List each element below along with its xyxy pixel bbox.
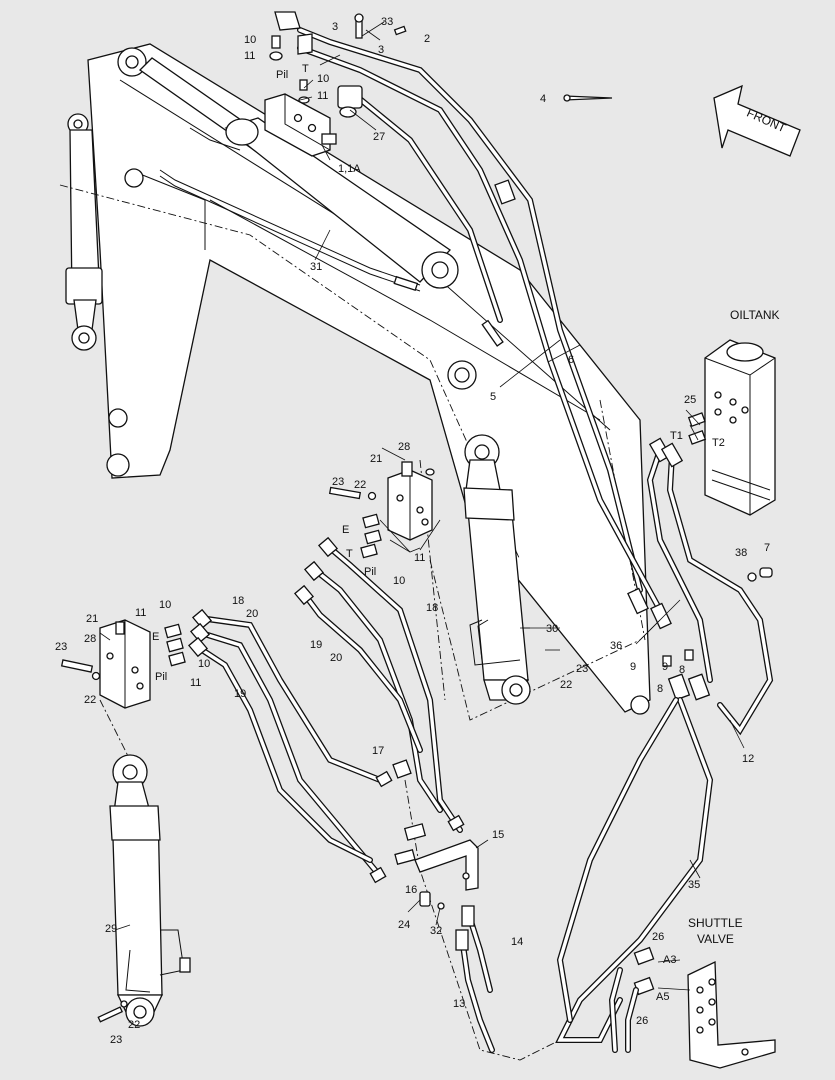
hose-35 bbox=[555, 697, 714, 1043]
label-t1: T1 bbox=[670, 430, 683, 442]
label-10: 10 bbox=[244, 34, 256, 46]
label-11: 11 bbox=[414, 552, 425, 564]
label-6: 6 bbox=[568, 354, 574, 366]
label-31: 31 bbox=[310, 261, 322, 273]
label-9: 9 bbox=[630, 661, 636, 673]
label-pil: Pil bbox=[155, 671, 167, 683]
label-pil: Pil bbox=[364, 566, 376, 578]
label-1-1a: 1,1A bbox=[338, 163, 361, 175]
part-labels: 10 11 Pil T 10 11 3 33 2 3 27 1,1A 4 FRO… bbox=[55, 16, 789, 1046]
label-23: 23 bbox=[332, 476, 344, 488]
label-10: 10 bbox=[198, 658, 210, 670]
oil-tank bbox=[687, 339, 776, 516]
label-5: 5 bbox=[490, 391, 496, 403]
label-27: 27 bbox=[373, 131, 385, 143]
label-19: 19 bbox=[234, 688, 246, 700]
label-17: 17 bbox=[372, 745, 384, 757]
label-10: 10 bbox=[159, 599, 171, 611]
label-valve: VALVE bbox=[697, 932, 734, 946]
label-35: 35 bbox=[688, 879, 700, 891]
label-e: E bbox=[342, 524, 349, 536]
label-8: 8 bbox=[657, 683, 663, 695]
label-12: 12 bbox=[742, 753, 754, 765]
label-a5: A5 bbox=[656, 991, 669, 1003]
label-9: 9 bbox=[662, 661, 668, 673]
label-22: 22 bbox=[84, 694, 96, 706]
label-30: 30 bbox=[546, 623, 558, 635]
label-t: T bbox=[346, 548, 353, 560]
label-33: 33 bbox=[381, 16, 393, 28]
cylinder-30 bbox=[463, 434, 531, 705]
shuttle-valve bbox=[608, 946, 776, 1069]
front-arrow bbox=[713, 84, 801, 157]
label-32: 32 bbox=[430, 925, 442, 937]
label-oiltank: OILTANK bbox=[730, 308, 780, 322]
label-18: 18 bbox=[232, 595, 244, 607]
label-29: 29 bbox=[105, 923, 117, 935]
boom-cylinder bbox=[138, 57, 459, 289]
label-4: 4 bbox=[540, 93, 546, 105]
pin-4 bbox=[563, 94, 613, 102]
label-38: 38 bbox=[735, 547, 747, 559]
phantom-lines bbox=[59, 184, 646, 1061]
label-22: 22 bbox=[560, 679, 572, 691]
label-21: 21 bbox=[370, 453, 382, 465]
label-15: 15 bbox=[492, 829, 504, 841]
label-11: 11 bbox=[244, 50, 255, 62]
label-11: 11 bbox=[317, 90, 328, 102]
bracket-15 bbox=[369, 759, 479, 910]
label-21: 21 bbox=[86, 613, 98, 625]
label-22: 22 bbox=[128, 1019, 140, 1031]
label-t2: T2 bbox=[712, 437, 725, 449]
label-e: E bbox=[152, 631, 159, 643]
label-10: 10 bbox=[317, 73, 329, 85]
label-8: 8 bbox=[679, 664, 685, 676]
hoses-13-14 bbox=[455, 905, 495, 1053]
label-3: 3 bbox=[378, 44, 384, 56]
label-20: 20 bbox=[330, 652, 342, 664]
hoses-18-19-20-left bbox=[187, 608, 383, 879]
label-23: 23 bbox=[576, 663, 588, 675]
valve-block-1 bbox=[264, 35, 363, 157]
label-16: 16 bbox=[405, 884, 417, 896]
label-shuttle: SHUTTLE bbox=[688, 916, 743, 930]
tank-hoses bbox=[646, 437, 774, 736]
label-20: 20 bbox=[246, 608, 258, 620]
label-10: 10 bbox=[393, 575, 405, 587]
label-13: 13 bbox=[453, 998, 465, 1010]
label-25: 25 bbox=[684, 394, 696, 406]
label-28: 28 bbox=[398, 441, 410, 453]
label-11: 11 bbox=[190, 677, 201, 689]
label-24: 24 bbox=[398, 919, 410, 931]
label-14: 14 bbox=[511, 936, 523, 948]
valve-block-21-right bbox=[328, 461, 435, 559]
label-11: 11 bbox=[135, 607, 146, 619]
hoses-5-6 bbox=[297, 27, 672, 630]
top-fittings bbox=[274, 11, 407, 55]
label-19: 19 bbox=[310, 639, 322, 651]
label-3: 3 bbox=[332, 21, 338, 33]
label-2: 2 bbox=[424, 33, 430, 45]
label-t: T bbox=[302, 63, 309, 75]
label-36: 36 bbox=[610, 640, 622, 652]
cylinder-29 bbox=[109, 754, 191, 1027]
label-23: 23 bbox=[55, 641, 67, 653]
label-22: 22 bbox=[354, 479, 366, 491]
label-a3: A3 bbox=[663, 954, 676, 966]
label-23: 23 bbox=[110, 1034, 122, 1046]
label-pil: Pil bbox=[276, 69, 288, 81]
label-26: 26 bbox=[652, 931, 664, 943]
pipe-31 bbox=[159, 127, 504, 347]
hoses-18-19-20-right bbox=[293, 536, 463, 833]
label-28: 28 bbox=[84, 633, 96, 645]
valve-block-21-left bbox=[60, 619, 186, 1023]
leader-lines bbox=[99, 21, 745, 991]
label-26: 26 bbox=[636, 1015, 648, 1027]
label-18: 18 bbox=[426, 602, 438, 614]
label-7: 7 bbox=[764, 542, 770, 554]
